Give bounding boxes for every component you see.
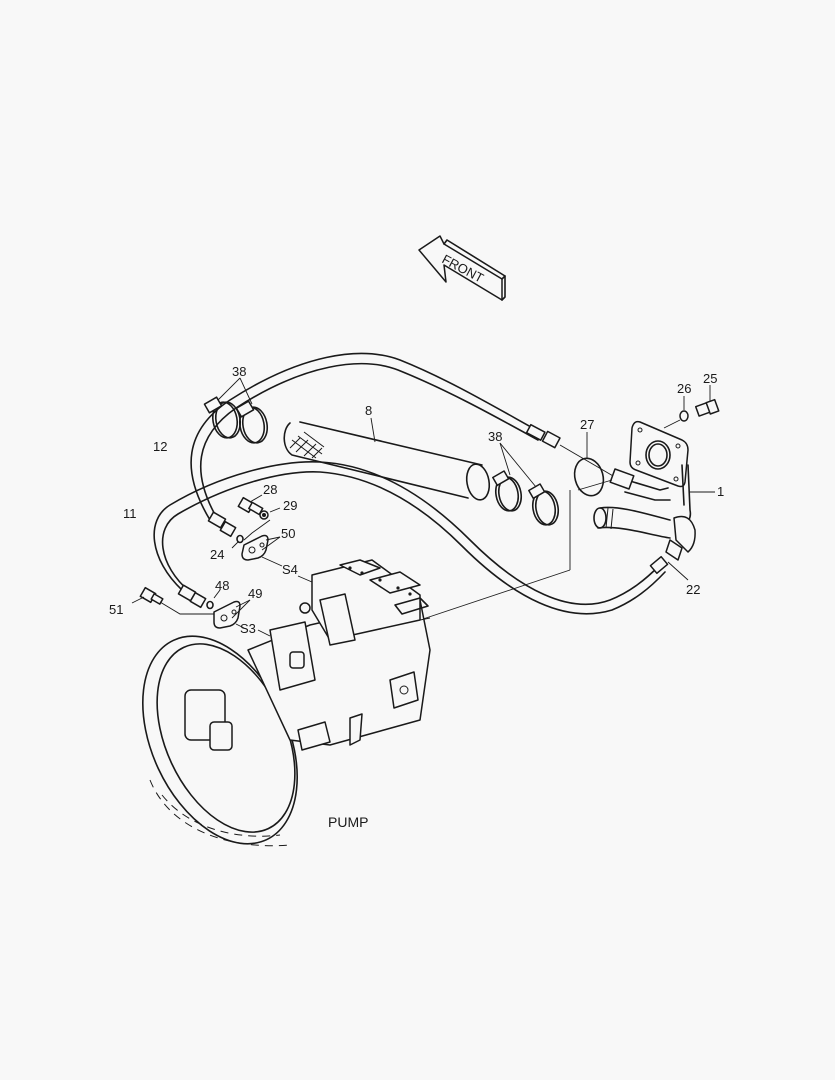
callouts: 1 8 11 12 22 24 25 26 27 28 29 38 38 48 … <box>109 364 724 830</box>
hose-clamp-pair-left <box>203 377 269 444</box>
pipe-assembly-1 <box>419 420 715 621</box>
bolt-51 <box>131 586 214 615</box>
diagram-title: PUMP <box>328 814 368 830</box>
hose-12 <box>190 352 621 538</box>
front-arrow-icon: FRONT <box>418 235 506 301</box>
callout-24: 24 <box>210 547 224 562</box>
o-ring-24 <box>231 534 244 549</box>
callout-27: 27 <box>580 417 594 432</box>
callout-s3: S3 <box>240 621 256 636</box>
callout-11: 11 <box>123 506 137 521</box>
washer-29 <box>243 507 281 541</box>
callout-12: 12 <box>153 439 167 454</box>
callout-s4: S4 <box>282 562 298 577</box>
bolt-25 <box>694 385 720 417</box>
split-flange-50 <box>241 534 283 567</box>
callout-26: 26 <box>677 381 691 396</box>
washer-26 <box>663 396 689 429</box>
callout-25: 25 <box>703 371 717 386</box>
callout-38-left: 38 <box>232 364 246 379</box>
callout-28: 28 <box>263 482 277 497</box>
bolt-28 <box>237 494 264 516</box>
callout-48: 48 <box>215 578 229 593</box>
hose-clamp-pair-right <box>492 442 560 526</box>
o-ring-27 <box>573 432 605 497</box>
callout-38-right: 38 <box>488 429 502 444</box>
pump-assembly <box>142 559 431 847</box>
callout-51: 51 <box>109 602 123 617</box>
callout-29: 29 <box>283 498 297 513</box>
hose-11 <box>153 461 669 615</box>
fitting-22 <box>667 561 689 581</box>
split-flange-49 <box>213 599 251 629</box>
o-ring-48 <box>206 589 221 610</box>
callout-22: 22 <box>686 582 700 597</box>
callout-50: 50 <box>281 526 295 541</box>
callout-8: 8 <box>365 403 372 418</box>
callout-49: 49 <box>248 586 262 601</box>
callout-1: 1 <box>717 484 724 499</box>
protective-sleeve-8 <box>283 417 491 501</box>
